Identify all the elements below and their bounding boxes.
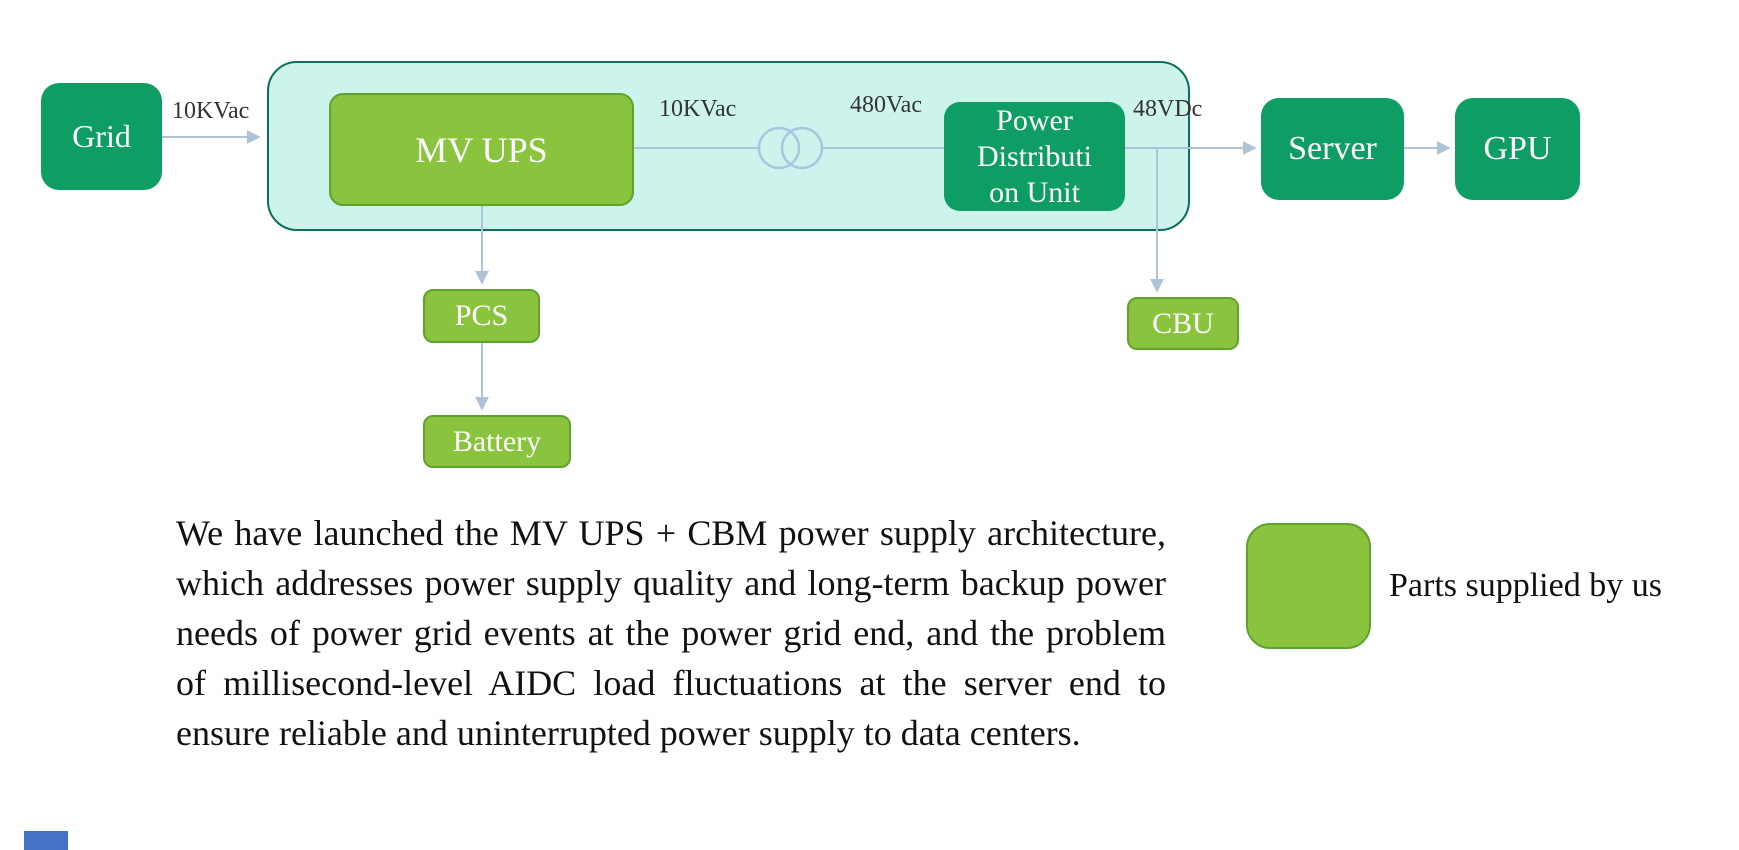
node-power-distribution-unit-label: Power Distribution Unit <box>976 103 1092 209</box>
bottom-left-decoration <box>24 831 68 850</box>
edge-label-grid-to-ups: 10KVac <box>172 98 250 124</box>
edge-label-transformer-to-pdu: 480Vac <box>850 92 922 118</box>
edge-label-ups-to-transformer: 10KVac <box>659 96 737 122</box>
node-power-distribution-unit: Power Distribution Unit <box>944 102 1125 211</box>
node-cbu-label: CBU <box>1152 306 1214 340</box>
node-pcs-label: PCS <box>454 299 509 332</box>
legend-label: Parts supplied by us <box>1389 567 1662 604</box>
node-server-label: Server <box>1288 130 1377 167</box>
node-grid: Grid <box>41 83 162 190</box>
node-mv-ups: MV UPS <box>329 93 634 206</box>
edge-label-pdu-to-server: 48VDc <box>1133 96 1203 122</box>
node-battery: Battery <box>423 415 571 468</box>
description-text: We have launched the MV UPS + CBM power … <box>176 513 1166 753</box>
node-gpu-label: GPU <box>1483 130 1552 167</box>
node-cbu: CBU <box>1127 297 1239 350</box>
node-server: Server <box>1261 98 1404 200</box>
node-gpu: GPU <box>1455 98 1580 200</box>
node-pcs: PCS <box>423 289 540 343</box>
node-mv-ups-label: MV UPS <box>415 129 548 170</box>
node-grid-label: Grid <box>72 118 131 154</box>
legend-swatch <box>1246 523 1371 649</box>
node-battery-label: Battery <box>452 424 542 458</box>
